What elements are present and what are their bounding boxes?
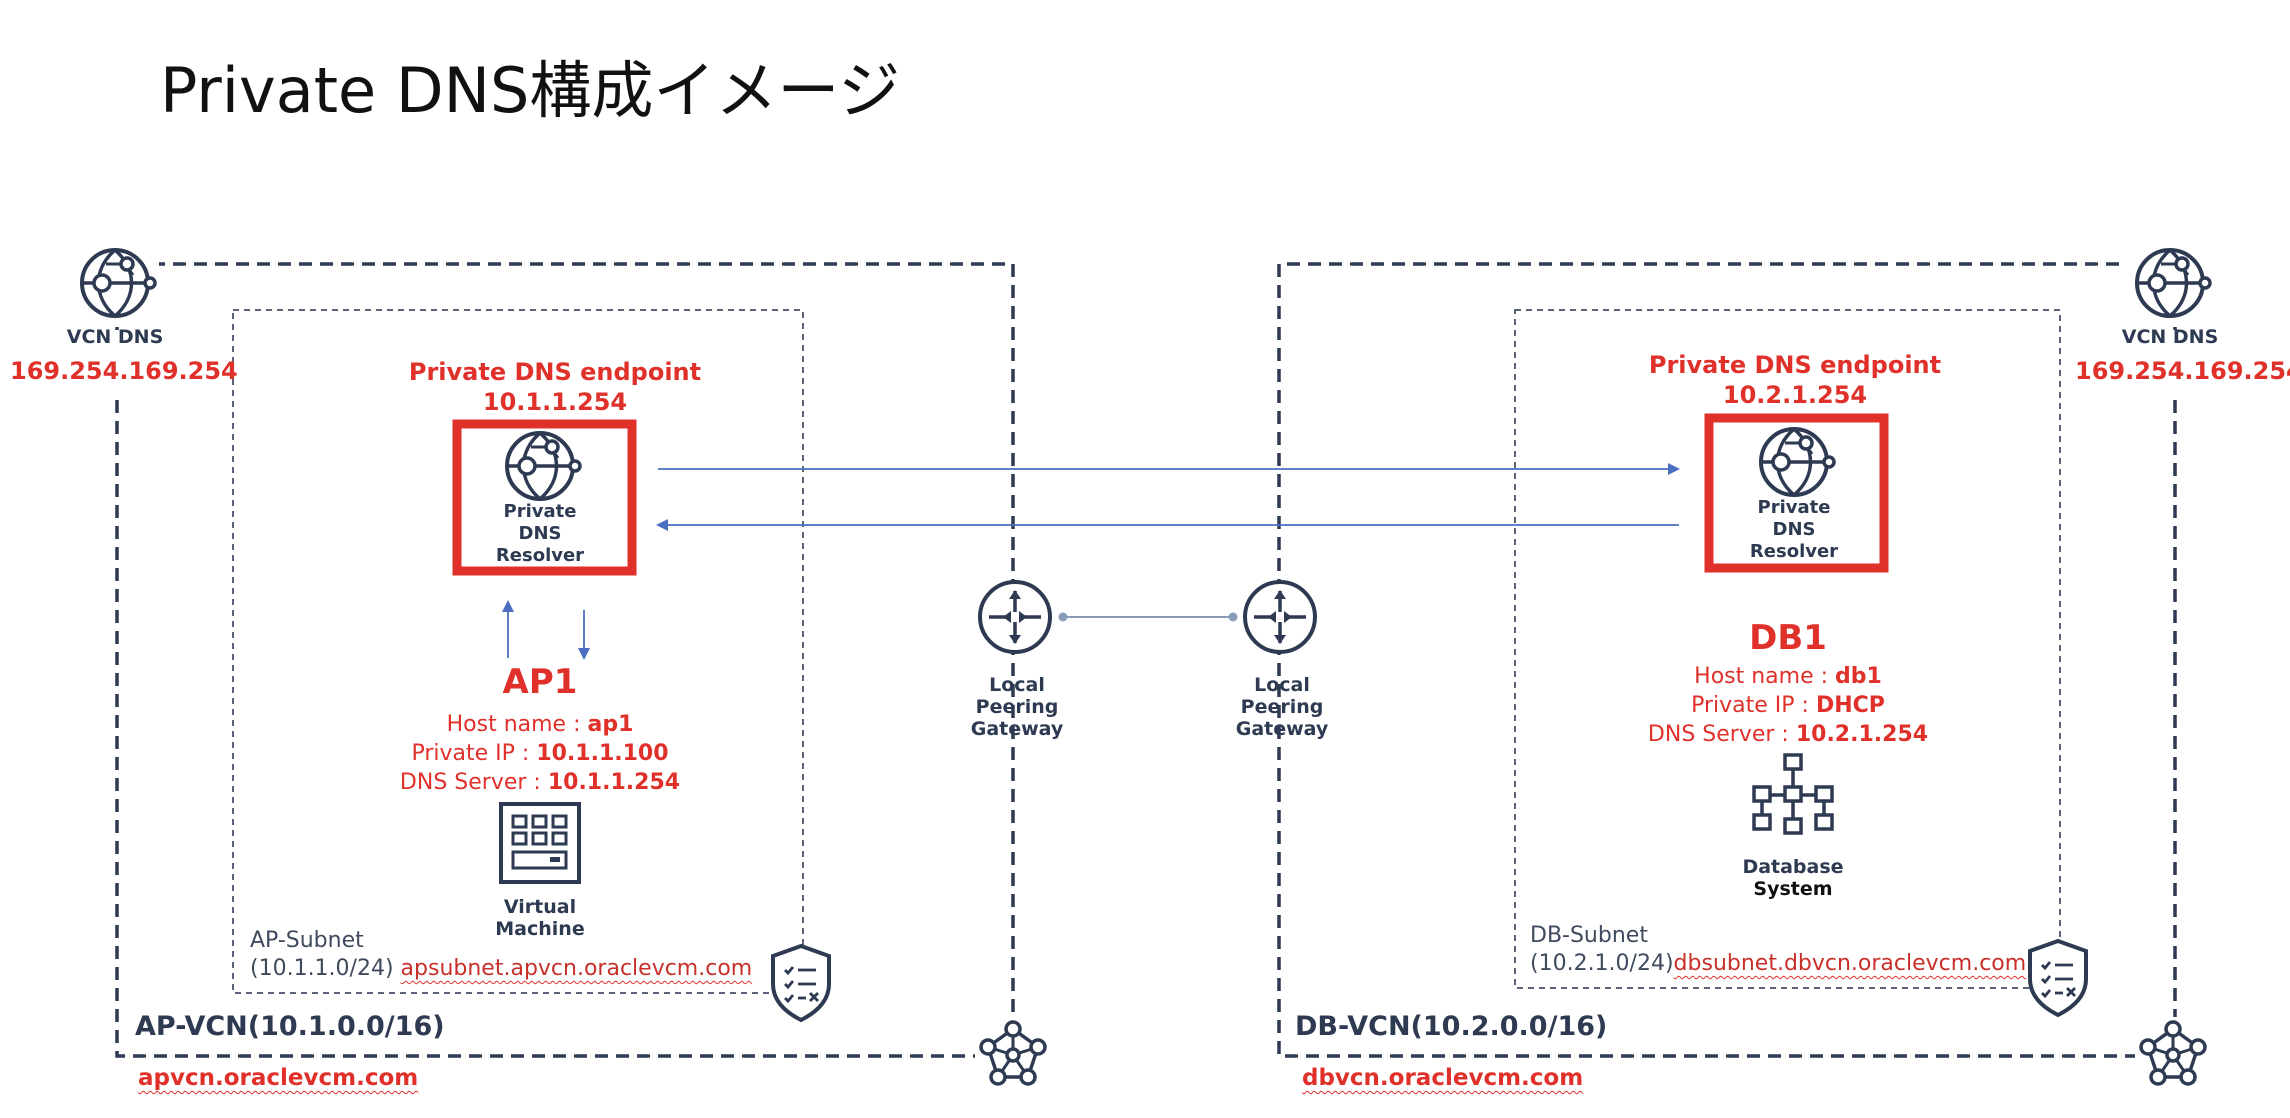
vcn-domain-text: apvcn.oraclevcm.com xyxy=(138,1065,419,1091)
endpoint-ip: 10.1.1.254 xyxy=(482,388,628,416)
host-info-dns: DNS Server : 10.2.1.254 xyxy=(1647,722,1929,747)
host-info-ip: Private IP : 10.1.1.100 xyxy=(411,741,669,766)
resolver-label-line: Resolver xyxy=(495,545,585,566)
host-info-hostname: Host name : db1 xyxy=(1694,664,1882,689)
resolver-label: Private DNS Resolver xyxy=(480,501,600,567)
lpg-label-line: Local xyxy=(989,674,1045,696)
lpg-label-line: Peering xyxy=(1240,696,1324,718)
lpg-label: Local Peering Gateway xyxy=(957,674,1077,740)
machine-label: Database System xyxy=(1723,856,1863,900)
subnet-cidr: (10.2.1.0/24) xyxy=(1530,951,1674,976)
lpg-label-line: Gateway xyxy=(1235,718,1329,740)
host-info: Host name : ap1 Private IP : 10.1.1.100 … xyxy=(360,710,720,797)
host-name-title: DB1 xyxy=(1749,618,1827,658)
vcn-label: AP-VCN(10.1.0.0/16) xyxy=(135,1011,445,1042)
host-info-hostname: Host name : ap1 xyxy=(446,712,634,737)
machine-label-line: System xyxy=(1753,878,1833,900)
subnet-domain: apsubnet.apvcn.oraclevcm.com xyxy=(400,956,753,981)
host-info: Host name : db1 Private IP : DHCP DNS Se… xyxy=(1608,662,1968,749)
host-name-title: AP1 xyxy=(502,662,578,702)
endpoint-title-text: Private DNS endpoint xyxy=(408,358,702,386)
subnet-name: AP-Subnet xyxy=(250,928,364,953)
endpoint-ip: 10.2.1.254 xyxy=(1722,381,1868,409)
dns-globe-icon xyxy=(2126,239,2214,327)
vcn-label: DB-VCN(10.2.0.0/16) xyxy=(1295,1011,1608,1042)
subnet-domain: dbsubnet.dbvcn.oraclevcm.com xyxy=(1673,951,2027,976)
subnet-label: DB-Subnet (10.2.1.0/24)dbsubnet.dbvcn.or… xyxy=(1530,922,2026,978)
db-subnet-border xyxy=(1514,309,2061,989)
lpg-label: Local Peering Gateway xyxy=(1222,674,1342,740)
host-info-dns: DNS Server : 10.1.1.254 xyxy=(399,770,681,795)
machine-label-line: Machine xyxy=(495,918,585,940)
lpg-label-line: Local xyxy=(1254,674,1310,696)
router-icon xyxy=(1243,580,1317,654)
resolver-label-line: Private xyxy=(1757,497,1831,518)
subnet-cidr: (10.1.1.0/24) xyxy=(250,956,394,981)
db-system-icon xyxy=(1752,753,1834,835)
host-info-ip: Private IP : DHCP xyxy=(1691,693,1885,718)
router-icon xyxy=(978,580,1052,654)
security-list-icon xyxy=(771,944,831,1022)
resolver-label: Private DNS Resolver xyxy=(1734,497,1854,563)
resolver-label-line: Resolver xyxy=(1749,541,1839,562)
vcn-dns-label: VCN DNS xyxy=(66,326,164,348)
ap-vcn-border xyxy=(115,262,1015,1058)
vm-grid-icon xyxy=(499,802,581,884)
hub-icon xyxy=(2135,1017,2211,1093)
endpoint-title: Private DNS endpoint 10.2.1.254 xyxy=(1645,350,1945,410)
vcn-domain-text: dbvcn.oraclevcm.com xyxy=(1302,1065,1584,1091)
lpg-label-line: Peering xyxy=(975,696,1059,718)
endpoint-title-text: Private DNS endpoint xyxy=(1648,351,1942,379)
lpg-label-line: Gateway xyxy=(970,718,1064,740)
endpoint-title: Private DNS endpoint 10.1.1.254 xyxy=(405,357,705,417)
vcn-dns-ip: 169.254.169.254 xyxy=(10,357,238,385)
machine-label-line: Database xyxy=(1742,856,1844,878)
subnet-cidr-row: (10.2.1.0/24)dbsubnet.dbvcn.oraclevcm.co… xyxy=(1530,950,2026,978)
vcn-dns-label: VCN DNS xyxy=(2121,326,2219,348)
machine-label-line: Virtual xyxy=(503,896,577,918)
page-title: Private DNS構成イメージ xyxy=(160,54,901,127)
resolver-label-line: DNS xyxy=(1772,519,1816,540)
subnet-label: AP-Subnet (10.1.1.0/24) apsubnet.apvcn.o… xyxy=(250,927,752,983)
resolver-label-line: Private xyxy=(503,501,577,522)
vcn-dns-ip: 169.254.169.254 xyxy=(2075,357,2290,385)
vcn-domain: dbvcn.oraclevcm.com xyxy=(1302,1065,1583,1091)
db-vcn-border xyxy=(1277,262,2177,1058)
vcn-domain: apvcn.oraclevcm.com xyxy=(138,1065,418,1091)
hub-icon xyxy=(975,1017,1051,1093)
security-list-icon xyxy=(2028,939,2088,1017)
resolver-label-line: DNS xyxy=(518,523,562,544)
dns-globe-icon xyxy=(71,239,159,327)
machine-label: Virtual Machine xyxy=(470,896,610,940)
subnet-cidr-row: (10.1.1.0/24) apsubnet.apvcn.oraclevcm.c… xyxy=(250,955,752,983)
subnet-name: DB-Subnet xyxy=(1530,923,1648,948)
